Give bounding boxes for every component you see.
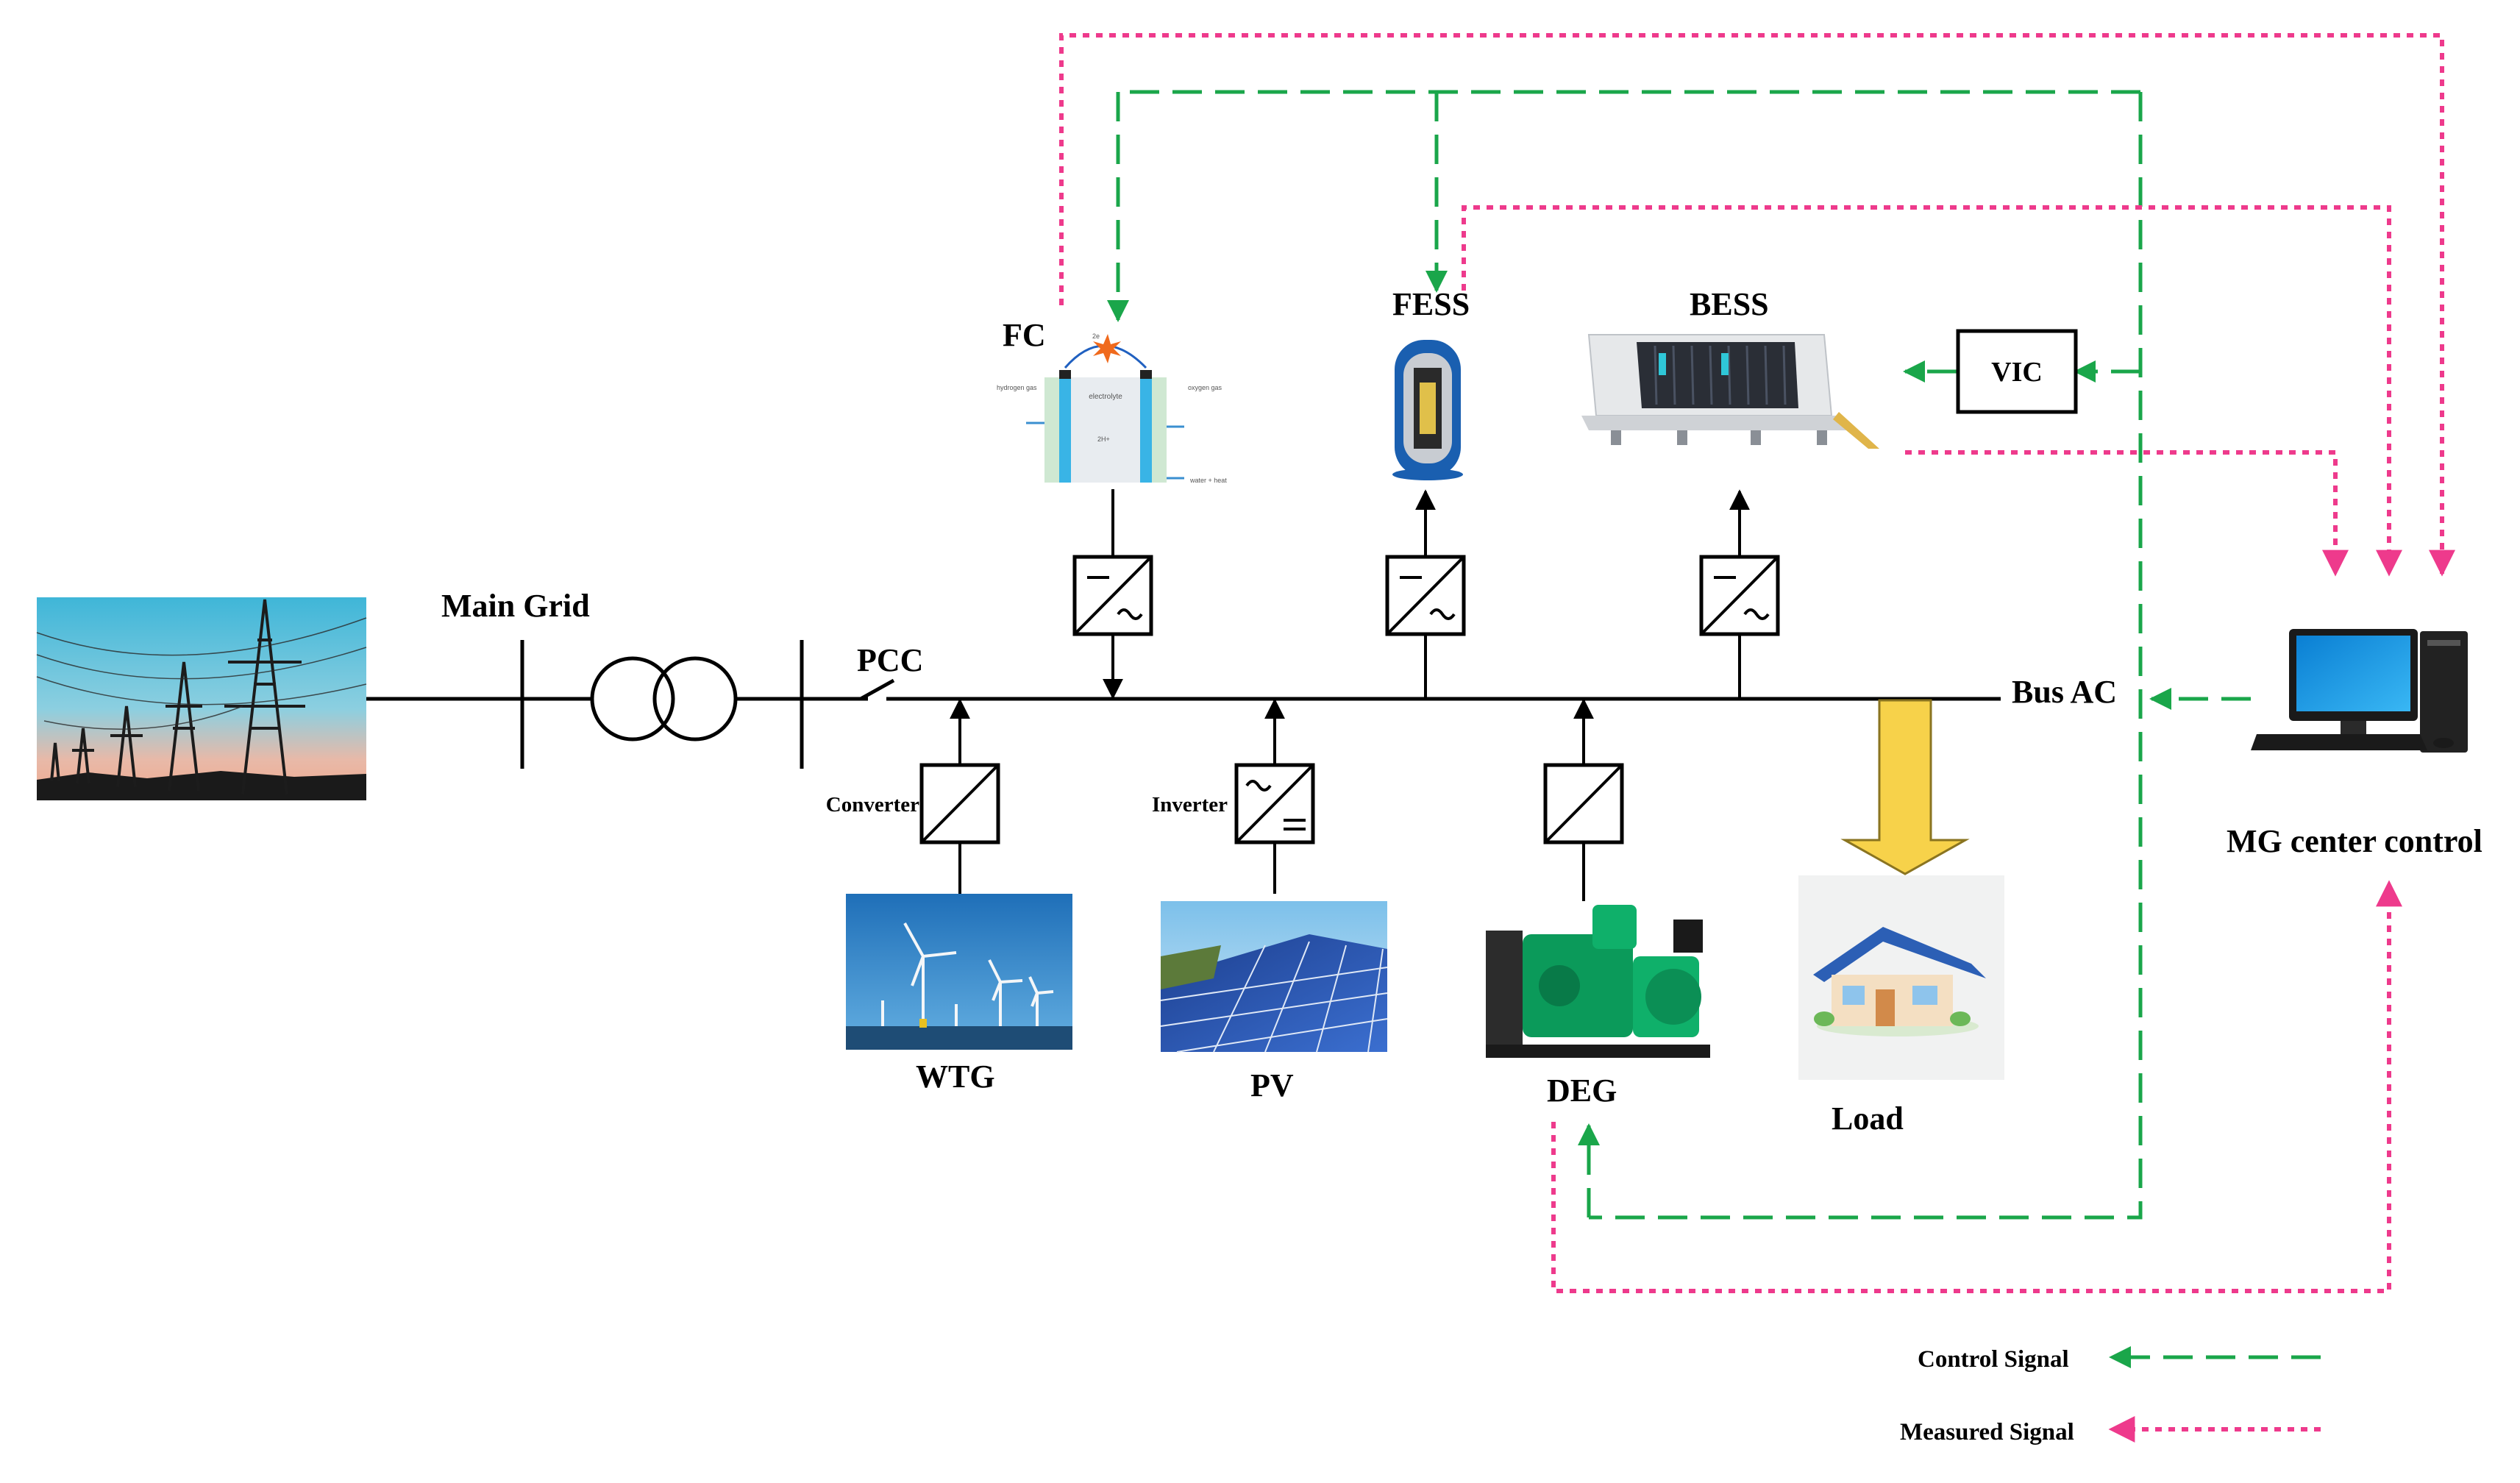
pcc-label: PCC [857,642,923,678]
main-grid-label: Main Grid [441,588,590,624]
bus-ac-label: Bus AC [2012,674,2117,710]
pv-inverter [1234,698,1315,894]
legend-control-label: Control Signal [1918,1346,2069,1373]
vic-box [1956,329,2078,414]
vic-label: VIC [1991,357,2043,388]
measured-line-bess [1905,450,2349,577]
bess-label: BESS [1690,286,1769,322]
pcc-switch [859,678,895,701]
control-signal-lines [1107,90,2251,1220]
deg-converter [1543,698,1624,901]
battery-container-icon [1581,334,1879,449]
control-line-main [1589,92,2143,1220]
fc-ions-label: 2H+ [1097,435,1110,443]
diesel-generator-icon [1486,905,1710,1058]
fess-label: FESS [1392,286,1470,322]
power-pylon-icon [36,597,367,800]
fc-label: FC [1003,317,1046,353]
measured-line-fc [1059,33,2455,577]
fc-oxygen-label: oxygen gas [1188,384,1222,391]
deg-label: DEG [1547,1073,1617,1109]
pv-label: PV [1250,1067,1294,1103]
solar-panel-icon [1160,901,1388,1053]
measured-signal-lines [1059,33,2455,1293]
measured-line-deg [1551,880,2402,1293]
house-icon [1798,875,2004,1080]
fc-water-label: water + heat [1189,477,1227,484]
main-grid-line [366,640,895,769]
measured-line-fess [1462,205,2402,577]
load-arrow-icon [1840,699,1970,875]
spark-icon [1093,334,1121,363]
converter-label: Converter [826,793,919,817]
wtg-converter [919,698,1000,894]
wind-turbine-icon [846,894,1072,1050]
fc-converter [1072,489,1153,700]
load-label: Load [1832,1100,1904,1137]
fc-electrons-label: 2e [1092,332,1100,340]
bess-converter [1699,489,1780,697]
inverter-label: Inverter [1152,793,1228,817]
fc-electrolyte-label: electrolyte [1089,393,1122,401]
flywheel-icon [1392,340,1463,480]
computer-icon [2251,629,2468,753]
fuel-cell-icon: electrolyte hydrogen gas oxygen gas wate… [997,332,1227,484]
wtg-label: WTG [916,1059,995,1095]
transformer-icon [590,656,738,742]
fess-converter [1385,489,1466,697]
mg-center-control-label: MG center control [2227,823,2482,859]
fc-hydrogen-label: hydrogen gas [997,384,1037,391]
legend-measured-label: Measured Signal [1900,1419,2074,1445]
